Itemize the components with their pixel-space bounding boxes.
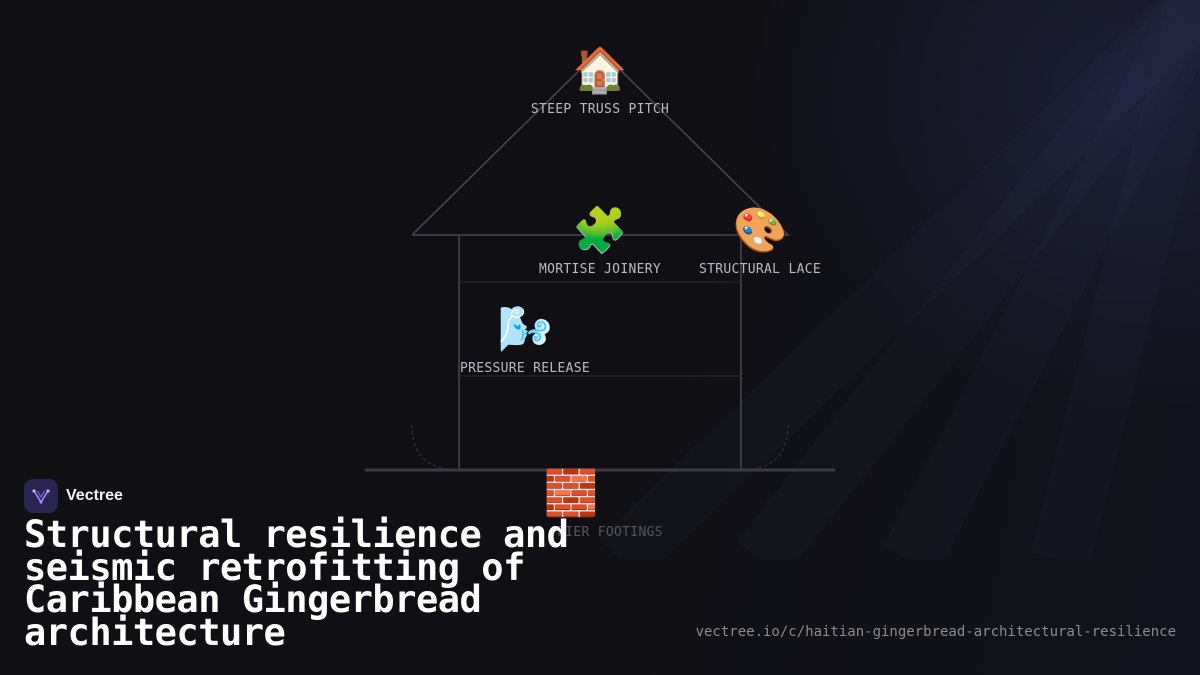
node-label: STEEP TRUSS PITCH (530, 102, 670, 117)
left-dashed-bracket (411, 424, 460, 471)
node-label: STRUCTURAL LACE (699, 262, 821, 277)
node-structural-lace: 🎨 STRUCTURAL LACE (650, 204, 870, 277)
brand-name: Vectree (66, 487, 123, 504)
node-label: PRESSURE RELEASE (459, 361, 591, 376)
node-steep-truss-pitch: 🏠 STEEP TRUSS PITCH (490, 44, 710, 117)
right-dashed-bracket (740, 424, 789, 471)
footer-url[interactable]: vectree.io/c/haitian-gingerbread-archite… (695, 624, 1176, 640)
node-mortise-joinery: 🧩 MORTISE JOINERY (490, 204, 710, 277)
roof-outline (411, 48, 790, 236)
house-icon: 🏠 (572, 45, 628, 96)
puzzle-icon: 🧩 (572, 205, 628, 256)
palette-icon: 🎨 (732, 205, 788, 256)
node-pressure-release: 🌬️ PRESSURE RELEASE (415, 303, 635, 376)
node-label: MORTISE JOINERY (539, 262, 661, 277)
page-title: Structural resilience and seismic retrof… (24, 513, 569, 654)
node-pier-footings: 🧱 PIER FOOTINGS (500, 467, 720, 540)
brick-icon: 🧱 (543, 468, 599, 519)
brand: Vectree (24, 479, 123, 513)
vectree-logo-icon (24, 479, 58, 513)
node-label: PIER FOOTINGS (557, 525, 663, 540)
wind-icon: 🌬️ (497, 304, 553, 355)
